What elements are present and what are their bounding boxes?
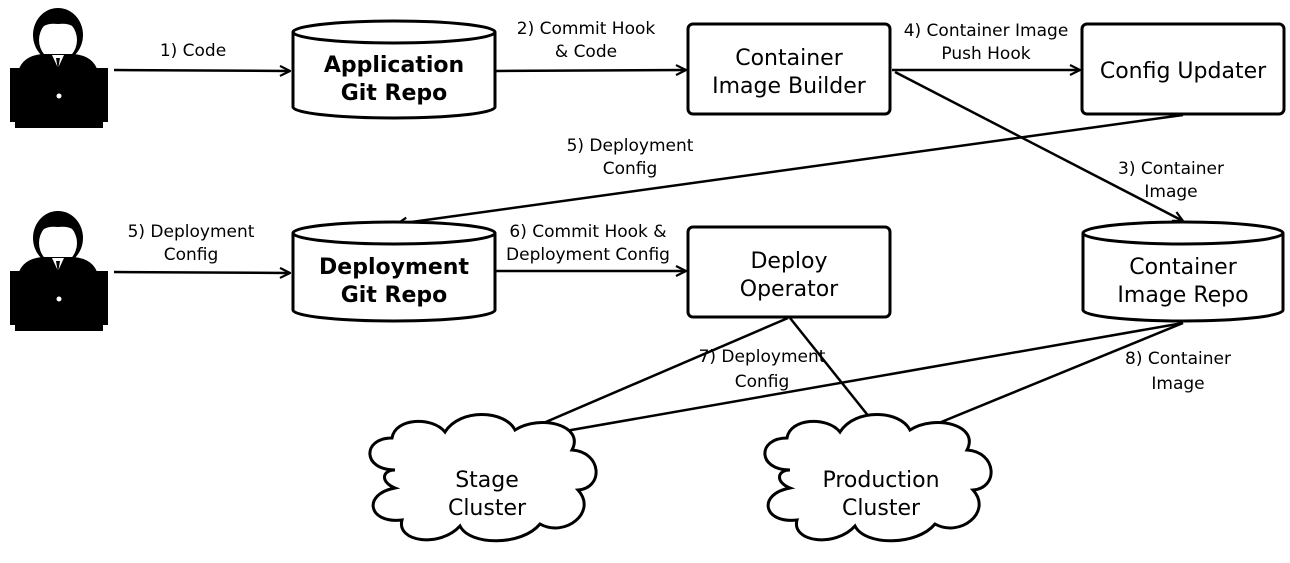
application-git-repo: Application Git Repo: [291, 19, 497, 120]
container-image-builder-label-line1: Container: [735, 46, 843, 71]
edge-label-deployment-config-operator-line2: Config: [164, 245, 219, 265]
operator-laptop-icon: [10, 211, 108, 331]
edge-code: [113, 70, 290, 71]
deployment-git-repo: Deployment Git Repo: [291, 220, 497, 323]
container-image-builder-label-line2: Image Builder: [712, 74, 867, 99]
edge-commit-hook-code: [495, 70, 686, 71]
application-git-repo-label-line2: Git Repo: [341, 81, 448, 106]
container-image-builder: Container Image Builder: [686, 22, 892, 116]
edge-label-deployment-config-update-line1: 5) Deployment: [567, 136, 694, 156]
edge-label-commit-hook-code-line2: & Code: [555, 42, 617, 62]
application-git-repo-label-line1: Application: [324, 53, 464, 78]
stage-cluster: Stage Cluster: [368, 413, 598, 543]
deployment-git-repo-label-line2: Git Repo: [341, 283, 448, 308]
production-cluster-label-line2: Cluster: [842, 496, 921, 521]
edge-label-push-hook-line2: Push Hook: [941, 44, 1030, 64]
stage-cluster-label-line1: Stage: [455, 468, 519, 493]
container-image-repo: Container Image Repo: [1081, 220, 1285, 323]
deploy-operator-label-line2: Operator: [740, 277, 839, 302]
edge-label-push-hook-line1: 4) Container Image: [904, 21, 1069, 41]
production-cluster: Production Cluster: [763, 413, 993, 543]
edge-container-image-push: [894, 70, 1183, 221]
container-image-repo-label-line2: Image Repo: [1117, 283, 1248, 308]
edge-label-commit-hook-code-line1: 2) Commit Hook: [517, 19, 656, 39]
edge-label-commit-hook-deployment-line1: 6) Commit Hook &: [509, 222, 666, 242]
edge-deployment-config-operator: [113, 272, 290, 273]
edge-label-code: 1) Code: [160, 41, 226, 61]
edge-label-container-image-clusters-line1: 8) Container: [1125, 349, 1231, 369]
production-cluster-label-line1: Production: [822, 468, 939, 493]
deploy-operator: Deploy Operator: [686, 225, 892, 319]
edge-deployment-config-update: [397, 113, 1184, 224]
edge-label-container-image-line1: 3) Container: [1118, 159, 1224, 179]
deployment-git-repo-label-line1: Deployment: [319, 255, 469, 280]
config-updater-label: Config Updater: [1100, 59, 1267, 84]
edge-label-container-image-line2: Image: [1144, 182, 1197, 202]
edge-label-deployment-config-update-line2: Config: [603, 159, 658, 179]
edge-label-deployment-config-clusters-line1: 7) Deployment: [699, 347, 826, 367]
config-updater: Config Updater: [1080, 22, 1286, 116]
container-image-repo-label-line1: Container: [1129, 255, 1237, 280]
deploy-operator-label-line1: Deploy: [750, 249, 827, 274]
edge-label-deployment-config-operator-line1: 5) Deployment: [128, 222, 255, 242]
developer-laptop-icon: [10, 8, 108, 128]
edge-label-deployment-config-clusters-line2: Config: [735, 372, 790, 392]
stage-cluster-label-line2: Cluster: [448, 496, 527, 521]
edge-label-commit-hook-deployment-line2: Deployment Config: [506, 245, 670, 265]
edge-image-to-stage: [497, 321, 1184, 443]
edge-label-container-image-clusters-line2: Image: [1151, 374, 1204, 394]
